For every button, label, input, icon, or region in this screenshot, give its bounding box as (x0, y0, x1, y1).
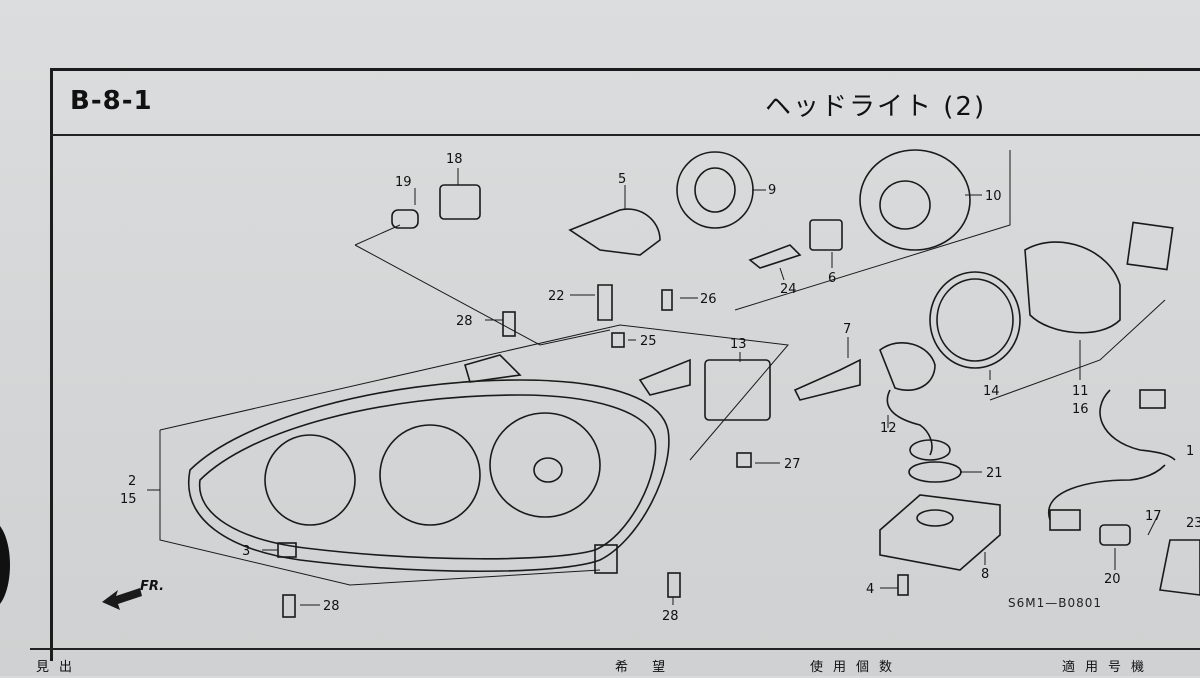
callout-26: 26 (700, 292, 717, 307)
ballast-8 (879, 494, 1001, 571)
column-quantity: 使用個数 (810, 660, 903, 675)
callout-9: 9 (768, 183, 776, 198)
callout-11: 11 (1072, 384, 1089, 399)
nut-27 (736, 452, 752, 468)
callout-19: 19 (395, 175, 412, 190)
callout-22: 22 (548, 289, 565, 304)
lens-ring-1 (264, 434, 356, 526)
diagram-reference-number: S6M1—B0801 (1008, 596, 1103, 610)
column-requested: 希 望 (615, 660, 676, 675)
callout-7: 7 (843, 322, 851, 337)
clip-25 (611, 332, 625, 348)
callout-25: 25 (640, 334, 657, 349)
column-applicable-model: 適用号機 (1062, 660, 1155, 675)
callout-15: 15 (120, 492, 137, 507)
callout-12: 12 (880, 421, 897, 436)
side-lamp-23 (1159, 539, 1200, 596)
cover-10 (859, 149, 971, 251)
harness-1 (1099, 389, 1176, 461)
leveling-unit-13 (704, 359, 771, 421)
igniter-12 (879, 341, 936, 391)
front-direction-arrow (102, 588, 142, 610)
bulb-24 (748, 244, 802, 269)
callout-6: 6 (828, 271, 836, 286)
callout-28-lower: 28 (323, 599, 340, 614)
socket-18 (439, 184, 481, 220)
ring-21 (908, 461, 962, 483)
front-direction-label: FR. (140, 579, 164, 594)
callout-24: 24 (780, 282, 797, 297)
callout-28-center: 28 (662, 609, 679, 624)
socket-6 (809, 219, 843, 251)
header-bar (50, 68, 1200, 136)
diagram-frame (50, 68, 1200, 661)
callout-1: 1 (1186, 444, 1194, 459)
bolt-28-upper (502, 311, 516, 337)
callout-23: 23 (1186, 516, 1200, 531)
headlight-lens-edge (198, 394, 657, 560)
callout-14: 14 (983, 384, 1000, 399)
bulb-5 (568, 208, 661, 256)
callout-10: 10 (985, 189, 1002, 204)
hid-bulb-7 (793, 358, 861, 401)
screw-4 (897, 574, 909, 596)
callout-4: 4 (866, 582, 874, 597)
screw-22 (597, 284, 613, 321)
parts-table-header: 見出 希 望 使用個数 適用号機 (30, 648, 1200, 678)
socket-20 (1099, 524, 1131, 546)
callout-3: 3 (242, 544, 250, 559)
seal-9 (676, 151, 754, 229)
oring-14 (929, 271, 1021, 369)
bolt-28-lower (282, 594, 296, 618)
callout-2: 2 (128, 474, 136, 489)
page-edge-shadow (0, 520, 10, 610)
column-heading: 見出 (36, 660, 83, 675)
lens-ring-2 (379, 424, 481, 526)
cover-11 (1024, 241, 1121, 334)
callout-27: 27 (784, 457, 801, 472)
callout-20: 20 (1104, 572, 1121, 587)
callout-28-upper: 28 (456, 314, 473, 329)
bolt-28-center (667, 572, 681, 598)
section-code: B-8-1 (70, 86, 153, 116)
callout-21: 21 (986, 466, 1003, 481)
callout-5: 5 (618, 172, 626, 187)
headlight-housing (187, 379, 670, 573)
callout-13: 13 (730, 337, 747, 352)
lens-ring-3 (489, 412, 601, 518)
callout-17: 17 (1145, 509, 1162, 524)
callout-18: 18 (446, 152, 463, 167)
callout-16: 16 (1072, 402, 1089, 417)
bulb-19 (391, 209, 419, 229)
callout-8: 8 (981, 567, 989, 582)
bolt-26 (661, 289, 673, 311)
section-title: ヘッドライト (2) (765, 92, 987, 122)
